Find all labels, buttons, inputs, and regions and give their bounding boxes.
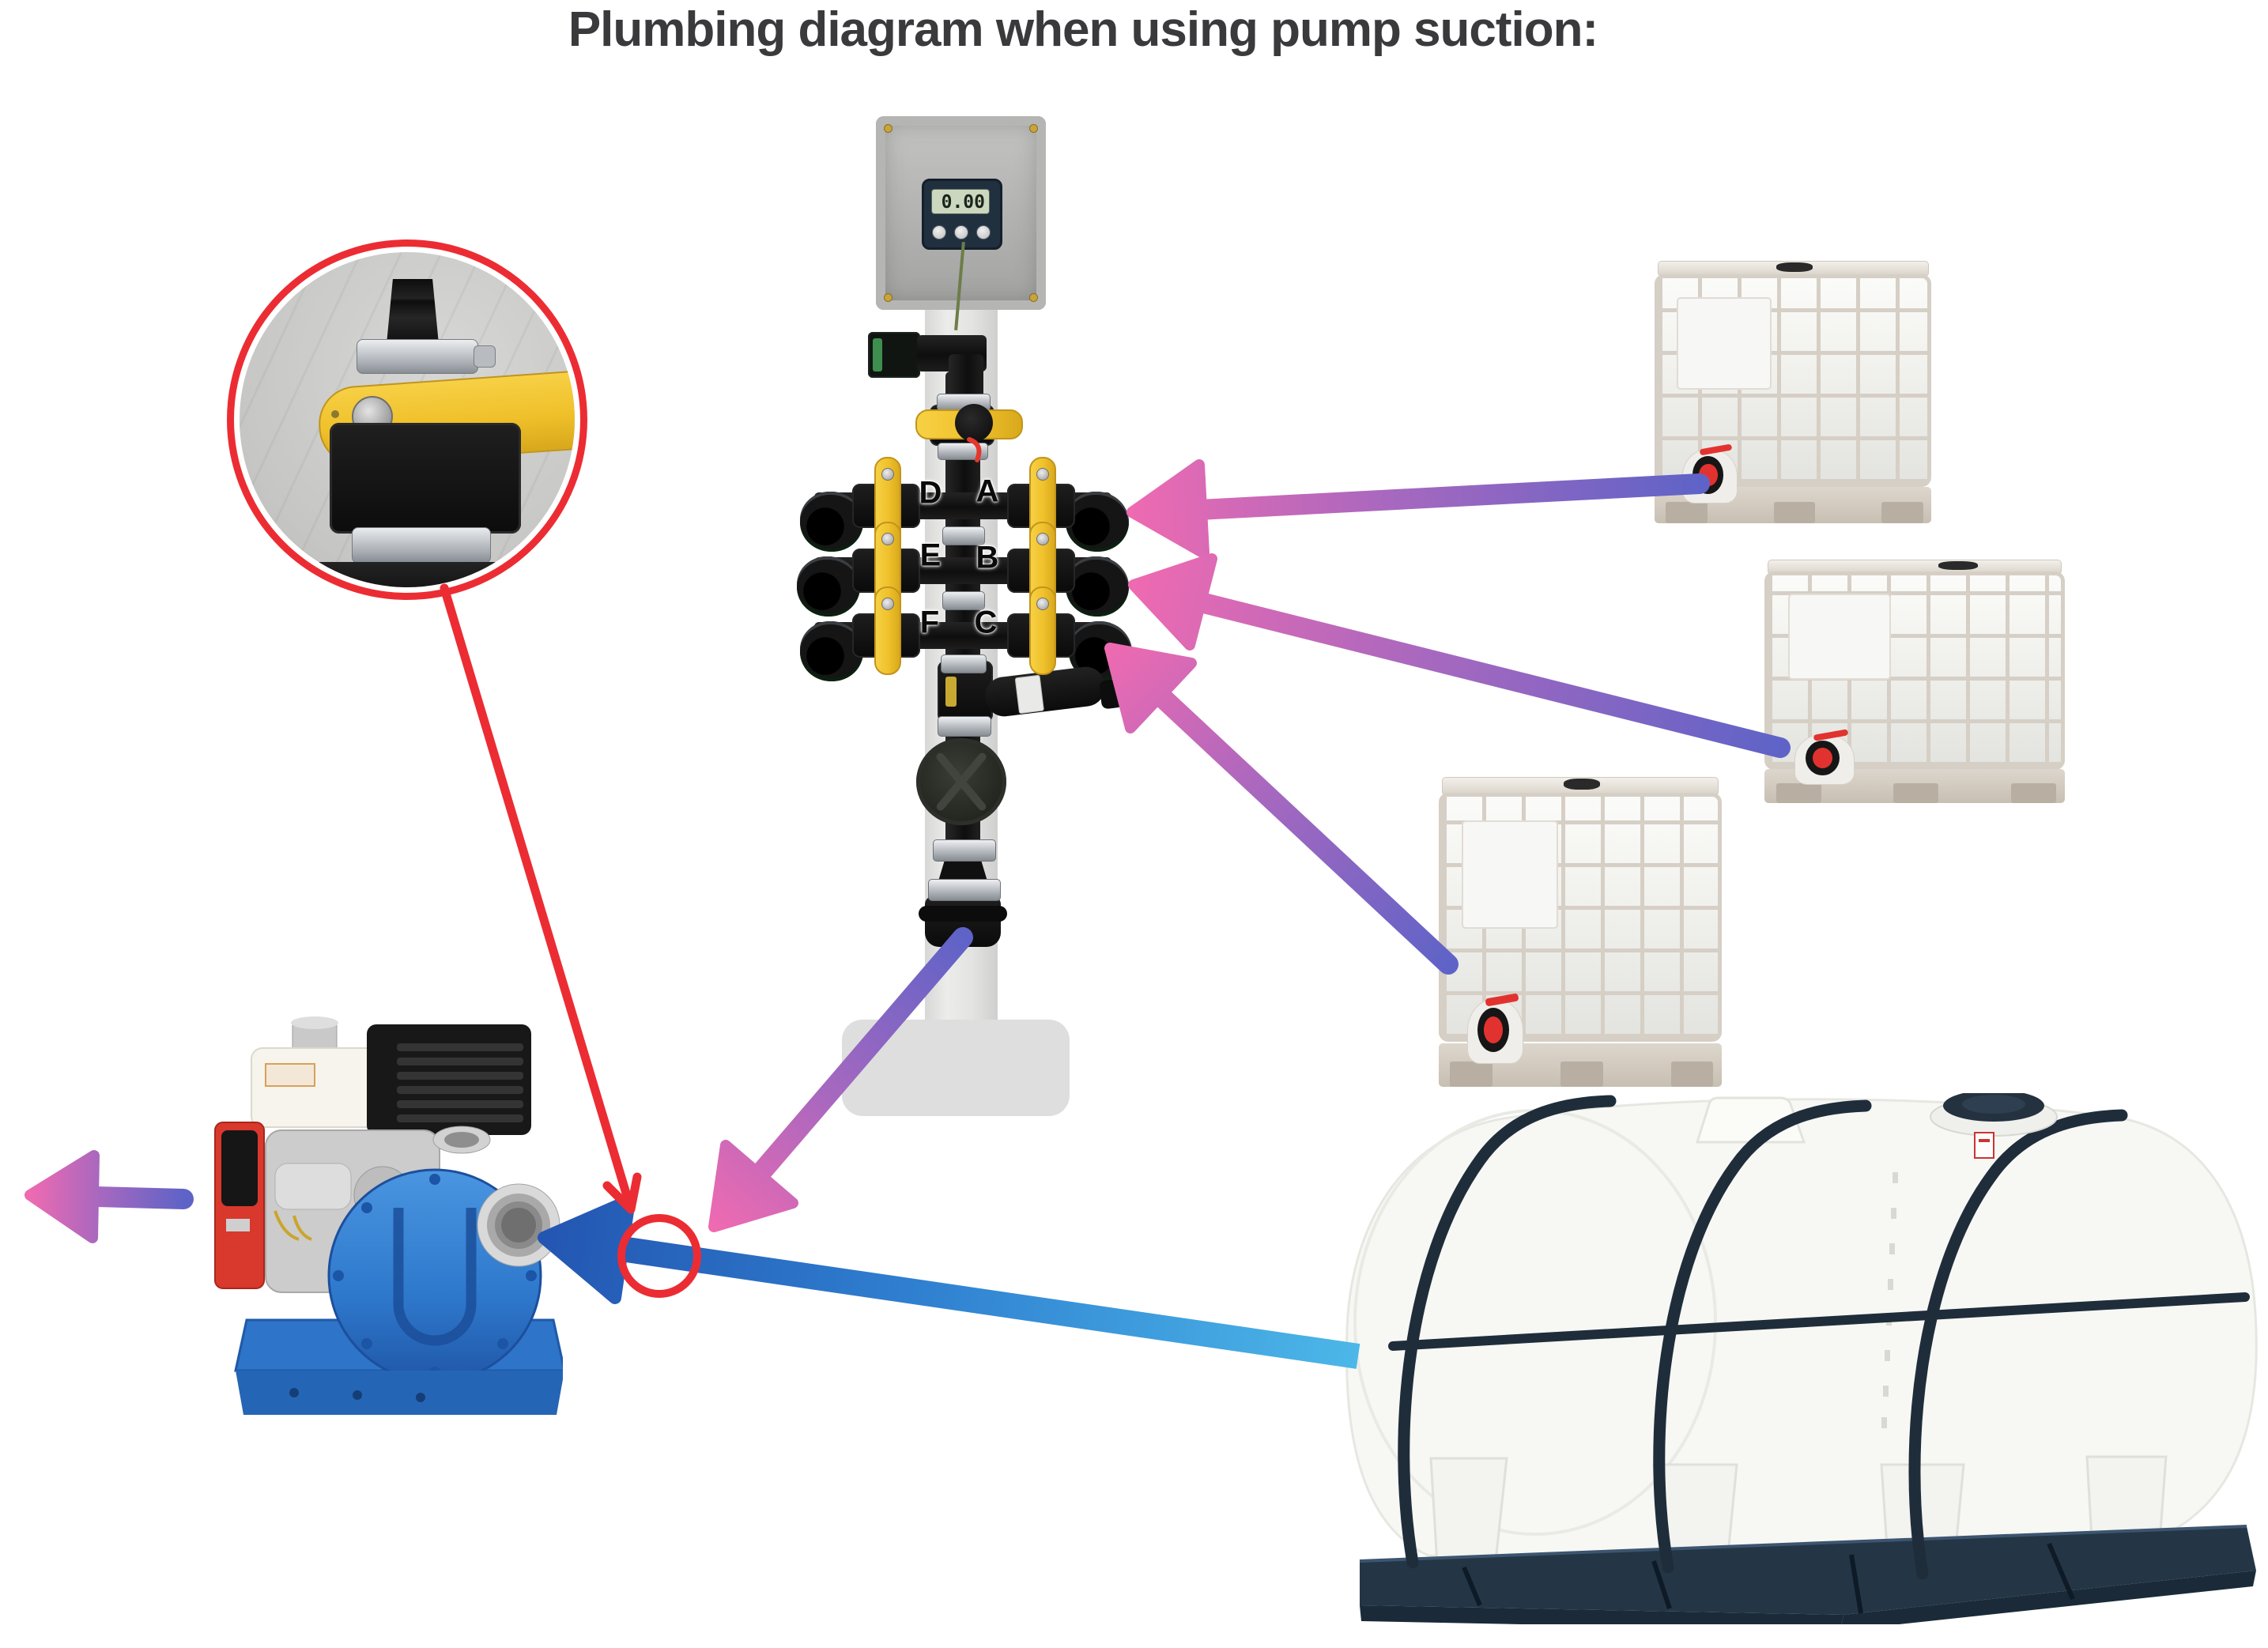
- tank-hoops: [1388, 1095, 2250, 1580]
- arrow-tote2-to-manifold: [1128, 553, 1791, 758]
- handle-hole: [331, 410, 339, 418]
- strainer-label: [945, 677, 957, 707]
- screw-icon: [1029, 124, 1038, 133]
- tote-fill-cap: [1776, 262, 1813, 272]
- valve-handle-f: [874, 586, 901, 675]
- port-label-e: E: [919, 537, 942, 573]
- engine-drive-pump: [214, 1016, 563, 1415]
- camlock-elbow-port-a: [1066, 492, 1129, 552]
- tank-manway: [1930, 1093, 2058, 1137]
- camlock-elbow-port-b: [1066, 556, 1129, 617]
- volute-rib: [393, 1208, 477, 1346]
- clamp: [942, 526, 985, 545]
- horizontal-leg-tank: [1345, 1093, 2258, 1624]
- meter-button: [932, 225, 946, 239]
- pump-base-front: [236, 1371, 563, 1415]
- ibc-tote-2: [1764, 560, 2065, 803]
- clamp: [938, 443, 988, 460]
- tank-label: [1974, 1132, 1994, 1159]
- clamp: [941, 654, 987, 673]
- stand-base: [842, 1020, 1070, 1116]
- arrow-tote1-to-manifold: [1126, 459, 1710, 559]
- hose-barb: [387, 279, 439, 344]
- fuel-cap-top: [291, 1016, 338, 1029]
- screw-icon: [1029, 293, 1038, 302]
- fuel-tank: [251, 1047, 383, 1128]
- valve-body: [330, 423, 521, 534]
- wiring: [274, 1210, 312, 1241]
- arrow-pump-discharge: [25, 1150, 194, 1243]
- ibc-tote-1: [1655, 261, 1931, 523]
- strainer-body-label: [1014, 674, 1044, 715]
- choke-latch: [226, 1219, 250, 1231]
- tote-fill-cap: [1563, 778, 1601, 790]
- clamp: [933, 839, 996, 862]
- tote-label-plate: [1677, 297, 1772, 390]
- valve-knob: [955, 404, 993, 442]
- tote-fill-cap: [1938, 560, 1978, 570]
- clamp-screw: [474, 345, 496, 368]
- ibc-tote-3: [1439, 777, 1722, 1087]
- screw-icon: [884, 293, 892, 302]
- base-bolts: [289, 1388, 425, 1402]
- flow-meter-enclosure: 0.00: [876, 116, 1046, 310]
- camlock-elbow-port-e: [797, 556, 860, 617]
- tote-label-plate: [1788, 594, 1891, 680]
- port-label-c: C: [974, 605, 998, 640]
- diaphragm-flange: [916, 738, 1006, 825]
- warning-label: [265, 1063, 315, 1087]
- page-title: Plumbing diagram when using pump suction…: [568, 2, 1598, 57]
- flow-meter: 0.00: [922, 179, 1002, 250]
- port-label-a: A: [976, 473, 999, 509]
- flange-bore: [501, 1208, 536, 1243]
- clamp: [942, 591, 985, 610]
- actuator-label: [873, 338, 882, 371]
- meter-button: [954, 225, 968, 239]
- port-label-d: D: [919, 475, 942, 511]
- meter-button: [976, 225, 991, 239]
- valve-handle-c: [1029, 586, 1056, 675]
- clamp: [357, 339, 478, 374]
- port-label-b: B: [976, 540, 999, 575]
- tee-flange-left: [271, 556, 304, 587]
- clamp: [938, 716, 991, 737]
- camlock-cap-suction-outlet: [925, 896, 1001, 947]
- tee-fitting: [285, 562, 557, 587]
- top-port-bore: [444, 1132, 479, 1148]
- red-highlight-circle: [617, 1214, 701, 1298]
- electric-valve-actuator: [868, 332, 920, 378]
- arrow-tank-to-pump-suction: [538, 1194, 1360, 1369]
- strainer-cap: [1098, 678, 1125, 710]
- tote-pallet: [1764, 768, 2065, 803]
- port-label-f: F: [919, 605, 940, 640]
- flow-meter-display: 0.00: [931, 189, 990, 214]
- tee-flange-right: [538, 556, 572, 587]
- tank-skid: [1359, 1525, 2256, 1624]
- starter-motor: [274, 1163, 352, 1210]
- clamp: [352, 527, 491, 564]
- inset-valve-detail: [227, 239, 587, 600]
- tote-outlet-valve: [1682, 443, 1738, 504]
- tote-outlet-valve: [1466, 993, 1524, 1064]
- screw-icon: [884, 124, 892, 133]
- choke-switch: [221, 1130, 258, 1206]
- tote-outlet-valve: [1794, 728, 1855, 785]
- tote-label-plate: [1461, 820, 1558, 930]
- camlock-cap-lip: [919, 906, 1007, 922]
- inset-valve-photo: [240, 252, 575, 587]
- clamp: [928, 879, 1001, 901]
- arrow-tote3-to-manifold: [1104, 643, 1459, 975]
